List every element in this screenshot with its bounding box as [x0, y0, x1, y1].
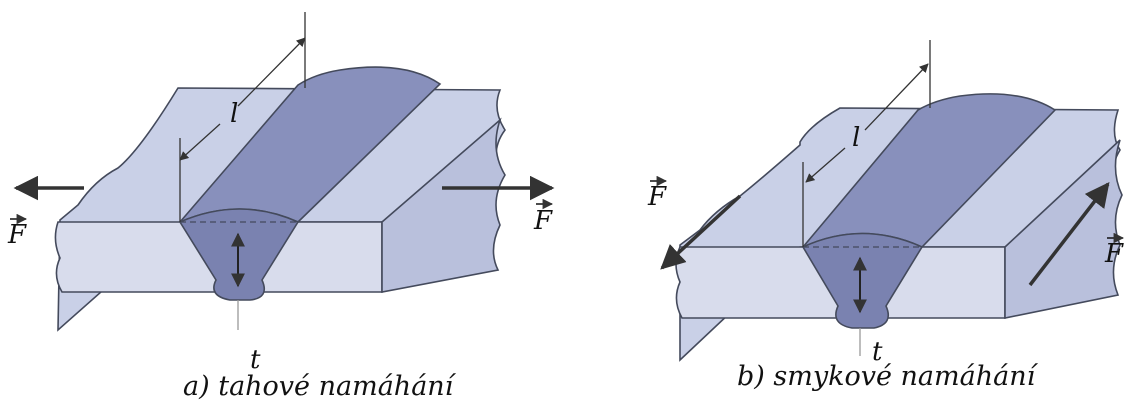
length-arrow-a-2	[179, 123, 221, 161]
length-arrow-b-1	[864, 63, 929, 131]
length-label-b: l	[852, 123, 860, 153]
svg-text:F: F	[7, 220, 27, 250]
panel-b: l t F F b) smykové namáhání	[647, 40, 1125, 392]
caption-b: b) smykové namáhání	[737, 361, 1039, 392]
force-label-a-left: F	[7, 213, 28, 250]
thickness-label-a: t	[250, 345, 261, 375]
force-label-a-right: F	[533, 198, 554, 236]
caption-a: a) tahové namáhání	[183, 371, 457, 402]
plate-a-side	[381, 117, 506, 293]
length-arrow-b-2	[805, 147, 846, 183]
force-label-b-right: F	[1104, 232, 1125, 269]
panel-a: l t F F a) tahové namáhání	[7, 12, 555, 402]
force-arrow-b-left	[660, 194, 742, 270]
length-label-a: l	[230, 99, 238, 129]
length-arrow-a-1	[237, 37, 306, 107]
svg-text:F: F	[1104, 239, 1124, 269]
thickness-label-b: t	[872, 337, 883, 367]
svg-text:F: F	[647, 182, 667, 212]
force-arrow-b-right	[1028, 182, 1110, 287]
force-label-b-left: F	[647, 175, 668, 212]
svg-text:F: F	[533, 206, 553, 236]
